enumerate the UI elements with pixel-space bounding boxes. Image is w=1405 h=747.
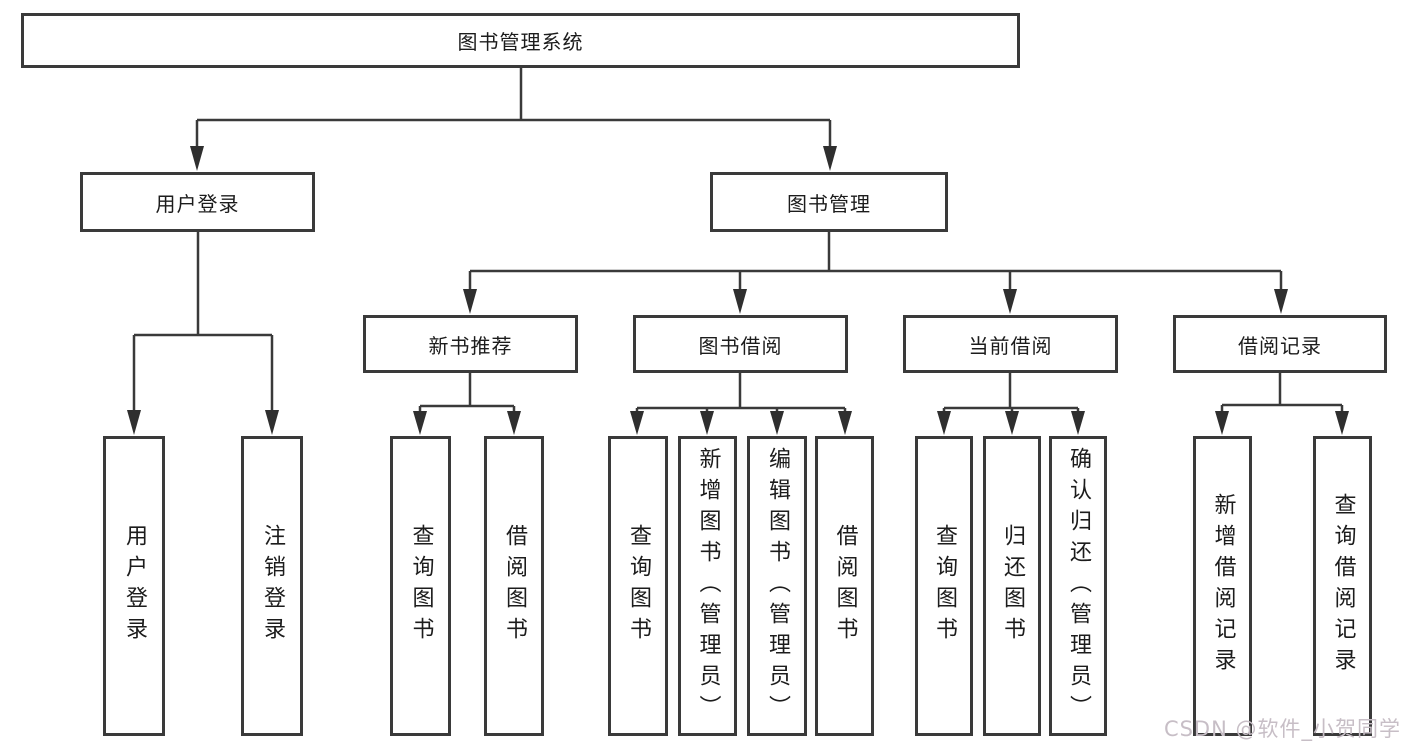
leaf-query-books-3-label: 查询图书 — [932, 524, 957, 648]
arrowhead — [770, 411, 784, 435]
arrowhead — [1274, 289, 1288, 314]
arrowhead — [190, 146, 204, 171]
leaf-borrow-books-1-label: 借阅图书 — [502, 524, 527, 648]
leaf-borrow-books-1: 借阅图书 — [484, 436, 544, 736]
arrowhead — [1071, 411, 1085, 435]
node-book-management: 图书管理 — [710, 172, 948, 232]
leaf-logout: 注销登录 — [241, 436, 303, 736]
arrowhead — [1003, 289, 1017, 314]
leaf-add-books-admin: 新增图书（管理员） — [678, 436, 737, 736]
node-new-book-recommend: 新书推荐 — [363, 315, 578, 373]
node-root: 图书管理系统 — [21, 13, 1020, 68]
node-user-login: 用户登录 — [80, 172, 315, 232]
node-current-borrow-label: 当前借阅 — [968, 333, 1053, 358]
arrowhead — [127, 410, 141, 435]
leaf-user-login: 用户登录 — [103, 436, 165, 736]
leaf-logout-label: 注销登录 — [260, 524, 285, 648]
arrowhead — [733, 289, 747, 314]
leaf-query-books-2-label: 查询图书 — [626, 524, 651, 648]
leaf-confirm-return-admin: 确认归还（管理员） — [1049, 436, 1107, 736]
leaf-edit-books-admin: 编辑图书（管理员） — [747, 436, 807, 736]
node-new-book-recommend-label: 新书推荐 — [428, 333, 513, 358]
arrowhead — [630, 411, 644, 435]
leaf-return-books-label: 归还图书 — [1000, 524, 1025, 648]
leaf-query-books-1: 查询图书 — [390, 436, 451, 736]
leaf-query-borrow-record: 查询借阅记录 — [1313, 436, 1372, 736]
node-root-label: 图书管理系统 — [457, 30, 584, 54]
leaf-query-books-1-label: 查询图书 — [408, 524, 434, 648]
node-current-borrow: 当前借阅 — [903, 315, 1118, 373]
leaf-borrow-books-2: 借阅图书 — [815, 436, 874, 736]
csdn-watermark: CSDN @软件_小贺同学 — [1163, 717, 1401, 741]
arrowhead — [463, 289, 477, 314]
arrowhead — [823, 146, 837, 171]
arrowhead — [1215, 411, 1229, 435]
leaf-user-login-label: 用户登录 — [122, 524, 147, 648]
arrowhead — [937, 411, 951, 435]
leaf-add-books-admin-label: 新增图书（管理员） — [695, 446, 721, 726]
leaf-return-books: 归还图书 — [983, 436, 1041, 736]
arrowhead — [700, 411, 714, 435]
leaf-query-books-2: 查询图书 — [608, 436, 668, 736]
arrowhead — [838, 411, 852, 435]
arrowhead — [507, 411, 521, 435]
leaf-query-borrow-record-label: 查询借阅记录 — [1330, 493, 1356, 679]
node-book-borrow-label: 图书借阅 — [698, 333, 783, 358]
node-book-management-label: 图书管理 — [787, 191, 871, 216]
node-book-borrow: 图书借阅 — [633, 315, 848, 373]
leaf-query-books-3: 查询图书 — [915, 436, 973, 736]
node-borrow-records: 借阅记录 — [1173, 315, 1387, 373]
leaf-add-borrow-record-label: 新增借阅记录 — [1210, 493, 1236, 679]
arrowhead — [1005, 411, 1019, 435]
leaf-add-borrow-record: 新增借阅记录 — [1193, 436, 1252, 736]
leaf-borrow-books-2-label: 借阅图书 — [832, 524, 858, 648]
node-user-login-label: 用户登录 — [155, 191, 240, 216]
arrowhead — [413, 411, 427, 435]
node-borrow-records-label: 借阅记录 — [1238, 333, 1322, 358]
leaf-confirm-return-admin-label: 确认归还（管理员） — [1066, 446, 1091, 726]
leaf-edit-books-admin-label: 编辑图书（管理员） — [765, 446, 790, 726]
arrowhead — [265, 410, 279, 435]
arrowhead — [1335, 411, 1349, 435]
